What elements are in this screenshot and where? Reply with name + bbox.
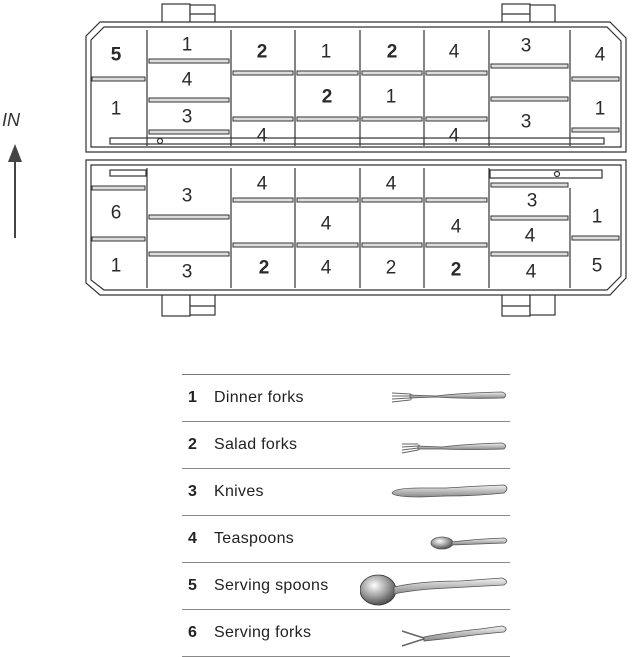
slot-label: 1 bbox=[595, 99, 606, 120]
slot-label: 3 bbox=[521, 36, 532, 57]
arrow-head-icon bbox=[8, 144, 22, 162]
slot-label: 4 bbox=[526, 262, 537, 283]
slot-label: 5 bbox=[592, 256, 603, 277]
slot-label: 1 bbox=[111, 256, 122, 277]
slot-label: 2 bbox=[387, 42, 398, 63]
slot-label: 1 bbox=[592, 207, 603, 228]
slot-label: 3 bbox=[182, 262, 193, 283]
dinner-fork-icon bbox=[391, 391, 506, 403]
legend-item-serving-forks: 6 Serving forks bbox=[182, 610, 510, 657]
legend-number: 4 bbox=[188, 530, 197, 547]
legend-number: 5 bbox=[188, 577, 197, 594]
legend-item-salad-forks: 2 Salad forks bbox=[182, 422, 510, 469]
legend-item-dinner-forks: 1 Dinner forks bbox=[182, 375, 510, 422]
top-rack bbox=[85, 3, 627, 153]
legend-item-serving-spoons: 5 Serving spoons bbox=[182, 563, 510, 610]
slot-label: 4 bbox=[386, 174, 397, 195]
slot-label: 2 bbox=[322, 87, 333, 108]
legend-number: 1 bbox=[188, 389, 197, 406]
legend-label: Teaspoons bbox=[214, 530, 295, 547]
legend-number: 6 bbox=[188, 624, 197, 641]
legend-number: 2 bbox=[188, 436, 197, 453]
knife-icon bbox=[391, 484, 508, 498]
legend-item-teaspoons: 4 Teaspoons bbox=[182, 516, 510, 563]
legend-label: Serving spoons bbox=[214, 577, 329, 594]
slot-label: 2 bbox=[259, 258, 270, 279]
slot-label: 3 bbox=[182, 186, 193, 207]
in-label: IN bbox=[2, 110, 21, 130]
slot-label: 2 bbox=[451, 260, 462, 281]
slot-label: 5 bbox=[111, 45, 122, 66]
slot-label: 3 bbox=[527, 191, 538, 212]
slot-label: 4 bbox=[257, 174, 268, 195]
slot-label: 1 bbox=[386, 87, 397, 108]
legend-label: Knives bbox=[214, 483, 264, 500]
serving-spoon-icon bbox=[360, 574, 507, 606]
slot-label: 4 bbox=[525, 226, 536, 247]
slot-label: 4 bbox=[257, 126, 268, 147]
slot-label: 2 bbox=[386, 258, 397, 279]
legend-label: Salad forks bbox=[214, 436, 298, 453]
slot-label: 3 bbox=[521, 112, 532, 133]
cutlery-basket-diagram: IN bbox=[2, 3, 627, 317]
slot-label: 4 bbox=[449, 126, 460, 147]
cutlery-legend: 1 Dinner forks 2 Salad forks 3 Knives 4 … bbox=[182, 374, 510, 657]
slot-label: 4 bbox=[451, 217, 462, 238]
serving-fork-icon bbox=[401, 625, 507, 647]
bottom-rack bbox=[85, 159, 627, 317]
legend-label: Dinner forks bbox=[214, 389, 304, 406]
slot-label: 1 bbox=[182, 35, 193, 56]
slot-label: 4 bbox=[321, 258, 332, 279]
top-rack-labels: 5 1 2 1 2 4 3 4 1 4 2 1 1 3 4 4 3 bbox=[111, 35, 606, 147]
slot-label: 2 bbox=[257, 42, 268, 63]
legend-number: 3 bbox=[188, 483, 197, 500]
in-direction-indicator: IN bbox=[2, 110, 22, 238]
salad-fork-icon bbox=[401, 442, 506, 454]
slot-label: 1 bbox=[321, 42, 332, 63]
slot-label: 4 bbox=[595, 45, 606, 66]
slot-label: 3 bbox=[182, 107, 193, 128]
slot-label: 6 bbox=[111, 203, 122, 224]
legend-item-knives: 3 Knives bbox=[182, 469, 510, 516]
slot-label: 4 bbox=[182, 70, 193, 91]
slot-label: 1 bbox=[111, 99, 122, 120]
legend-label: Serving forks bbox=[214, 624, 312, 641]
slot-label: 4 bbox=[321, 214, 332, 235]
teaspoon-icon bbox=[430, 536, 508, 550]
slot-label: 4 bbox=[449, 42, 460, 63]
bottom-rack-labels: 3 4 4 6 4 4 3 1 4 1 3 2 4 2 2 4 5 bbox=[111, 174, 603, 283]
